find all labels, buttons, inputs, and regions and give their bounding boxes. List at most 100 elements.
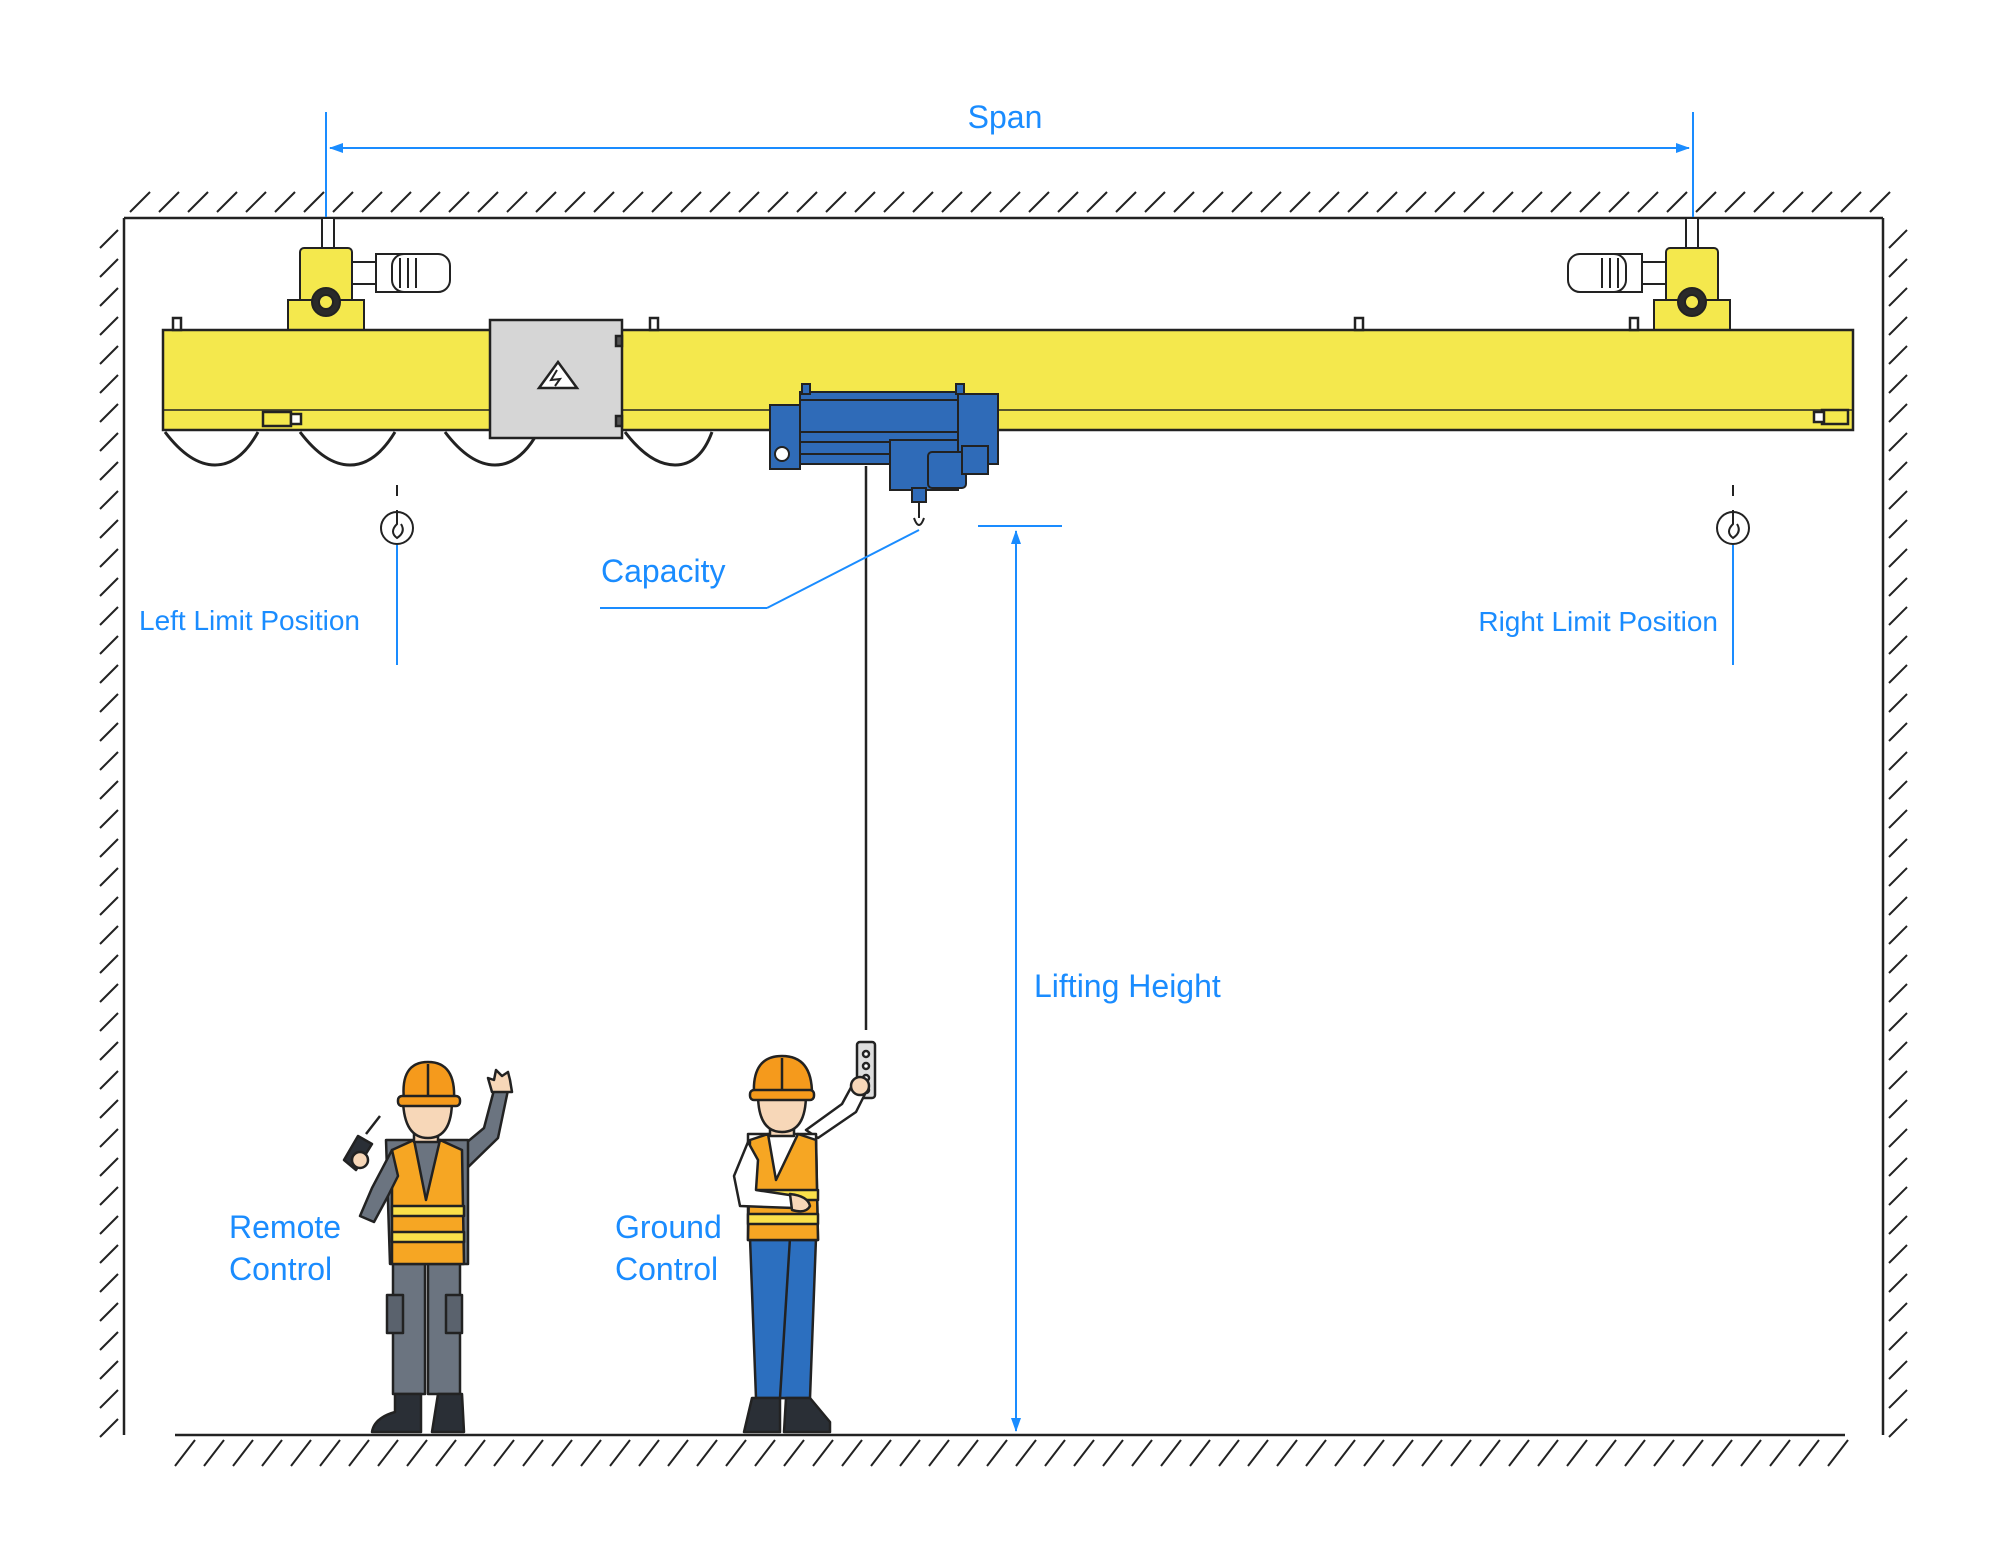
floor-hatch-mark <box>812 1439 834 1467</box>
floor-hatch-mark <box>1073 1439 1095 1467</box>
left-wall-hatch-mark <box>99 1360 119 1380</box>
ceiling-hatch-mark <box>883 191 905 213</box>
right-wall-hatch-mark <box>1888 1128 1908 1148</box>
left-wall-hatch-mark <box>99 432 119 452</box>
ceiling-hatch-mark <box>216 191 238 213</box>
floor-hatch-mark <box>1247 1439 1269 1467</box>
ceiling-hatch-mark <box>1869 191 1891 213</box>
floor-hatch-mark <box>464 1439 486 1467</box>
right-wall-hatch-mark <box>1888 1389 1908 1409</box>
ceiling-hatch-mark <box>796 191 818 213</box>
span-dimension: Span <box>325 99 1694 272</box>
ceiling-hatch-mark <box>564 191 586 213</box>
ceiling-hatch-mark <box>941 191 963 213</box>
floor-hatch-mark <box>1102 1439 1124 1467</box>
left-wall-hatch-mark <box>99 954 119 974</box>
left-wall-hatch-mark <box>99 1186 119 1206</box>
ground-control-label-line1: Ground <box>615 1209 722 1245</box>
right-wall-hatch-mark <box>1888 1331 1908 1351</box>
left-wall-hatch-mark <box>99 809 119 829</box>
right-wall-hatch-mark <box>1888 1244 1908 1264</box>
right-wall-hatch-mark <box>1888 1418 1908 1438</box>
ceiling-hatch-mark <box>593 191 615 213</box>
right-limit-position: Right Limit Position <box>1478 485 1750 665</box>
high-voltage-warning-icon <box>536 359 580 390</box>
right-wall-hatch-mark <box>1888 867 1908 887</box>
floor-hatch-mark <box>1044 1439 1066 1467</box>
ceiling-hatch-mark <box>680 191 702 213</box>
left-wall-hatch-mark <box>99 316 119 336</box>
left-wall-hatch-mark <box>99 1244 119 1264</box>
capacity-callout: Capacity <box>600 529 920 609</box>
ceiling-hatch-mark <box>1086 191 1108 213</box>
ceiling-hatch-mark <box>1811 191 1833 213</box>
left-wall-hatch-mark <box>99 1302 119 1322</box>
left-wall-hatch-mark <box>99 461 119 481</box>
right-wall-hatch-mark <box>1888 606 1908 626</box>
right-wall-hatch-mark <box>1888 722 1908 742</box>
worker-ground-control <box>732 1040 877 1434</box>
ceiling-hatch-mark <box>419 191 441 213</box>
floor-hatch-mark <box>348 1439 370 1467</box>
span-label: Span <box>968 99 1043 135</box>
left-wall-hatch-mark <box>99 519 119 539</box>
remote-control-label-line1: Remote <box>229 1209 341 1245</box>
ceiling-hatch-mark <box>535 191 557 213</box>
left-wall-hatch-mark <box>99 1418 119 1438</box>
left-wall-hatch-mark <box>99 345 119 365</box>
ground-control-label-line2: Control <box>615 1251 718 1287</box>
floor-hatch-mark <box>319 1439 341 1467</box>
floor-hatch-mark <box>841 1439 863 1467</box>
floor-hatch-mark <box>1305 1439 1327 1467</box>
floor-hatch-mark <box>290 1439 312 1467</box>
floor-hatch-mark <box>1769 1439 1791 1467</box>
floor-hatch-mark <box>609 1439 631 1467</box>
floor-hatch-mark <box>696 1439 718 1467</box>
ceiling-hatch-mark <box>1028 191 1050 213</box>
floor-hatch-mark <box>1334 1439 1356 1467</box>
ceiling-hatch-mark <box>245 191 267 213</box>
ceiling-hatch-mark <box>1579 191 1601 213</box>
right-wall-hatch-mark <box>1888 1070 1908 1090</box>
left-wall-hatch-mark <box>99 1012 119 1032</box>
right-wall-hatch-mark <box>1888 780 1908 800</box>
capacity-label: Capacity <box>601 553 726 589</box>
right-wall-hatch-mark <box>1888 287 1908 307</box>
floor-hatch-mark <box>1450 1439 1472 1467</box>
right-wall-hatch-mark <box>1888 577 1908 597</box>
floor-hatch-mark <box>522 1439 544 1467</box>
right-wall-hatch-mark <box>1888 316 1908 336</box>
floor-hatch-mark <box>1682 1439 1704 1467</box>
lifting-height-label: Lifting Height <box>1034 968 1221 1004</box>
right-wall-hatch-mark <box>1888 1302 1908 1322</box>
floor-hatch-mark <box>1798 1439 1820 1467</box>
floor-hatch-mark <box>1015 1439 1037 1467</box>
left-wall-hatch-mark <box>99 925 119 945</box>
floor-hatch-mark <box>1711 1439 1733 1467</box>
floor-hatch-mark <box>1653 1439 1675 1467</box>
floor-hatch-mark <box>580 1439 602 1467</box>
right-end-carriage <box>1567 217 1731 350</box>
lifting-height-dimension: Lifting Height <box>978 525 1221 1432</box>
ceiling-hatch-mark <box>622 191 644 213</box>
ceiling-hatch-mark <box>1724 191 1746 213</box>
right-wall-hatch-mark <box>1888 838 1908 858</box>
festoon-cables <box>163 431 714 467</box>
right-wall-hatch-mark <box>1888 258 1908 278</box>
ceiling-hatch-mark <box>506 191 528 213</box>
ceiling-hatch-mark <box>1434 191 1456 213</box>
ceiling-hatch-mark <box>1260 191 1282 213</box>
ceiling-hatch-mark <box>303 191 325 213</box>
right-wall-hatch-mark <box>1888 519 1908 539</box>
right-wall-hatch-mark <box>1888 432 1908 452</box>
ceiling-hatch-mark <box>1753 191 1775 213</box>
ceiling-hatch-mark <box>1318 191 1340 213</box>
girder-body <box>161 328 1855 432</box>
floor-hatch-mark <box>725 1439 747 1467</box>
right-wall-hatch-mark <box>1888 693 1908 713</box>
ceiling-hatch-mark <box>1347 191 1369 213</box>
floor-hatch-mark <box>1827 1439 1849 1467</box>
left-wall-hatch-mark <box>99 1041 119 1061</box>
ceiling-hatch-mark <box>1521 191 1543 213</box>
right-wall-hatch-mark <box>1888 229 1908 249</box>
